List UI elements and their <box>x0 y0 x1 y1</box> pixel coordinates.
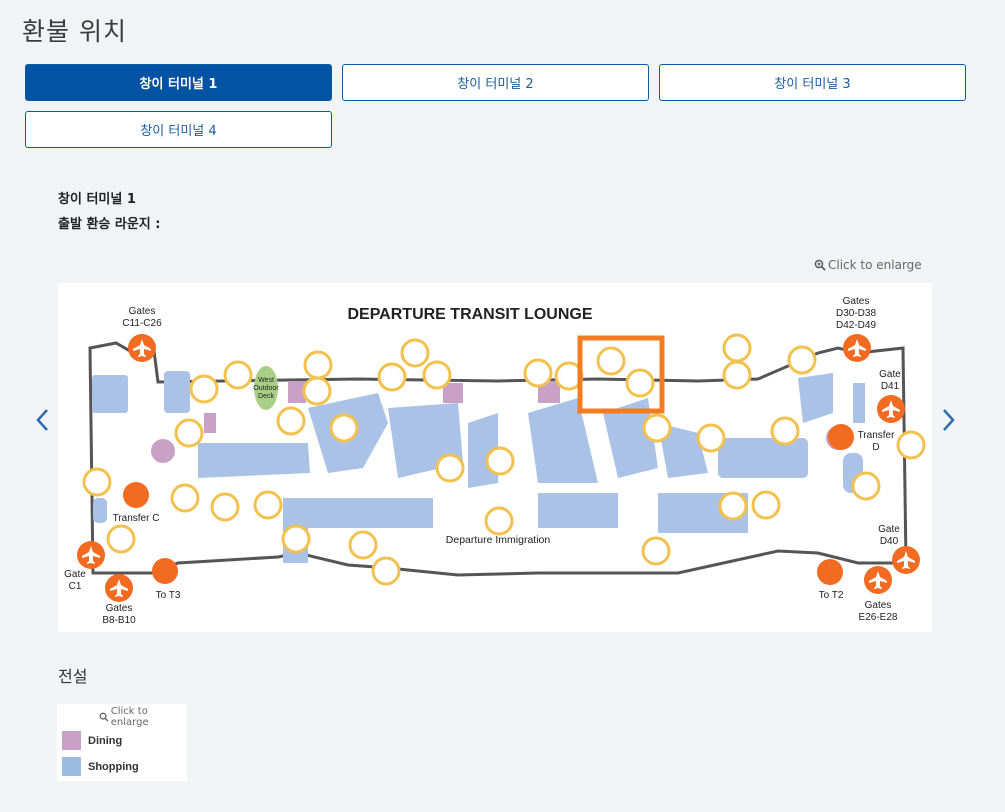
transfer-icon <box>123 482 149 508</box>
legend-item-shopping: Shopping <box>62 757 139 776</box>
svg-text:D: D <box>872 442 879 453</box>
legend-label: Shopping <box>88 760 139 773</box>
legend-item-dining: Dining <box>62 731 122 750</box>
shopping-swatch <box>62 757 81 776</box>
svg-text:To T3: To T3 <box>156 590 181 601</box>
svg-text:Gates: Gates <box>106 603 133 614</box>
plane-icon <box>892 546 920 574</box>
map-labels: Gates C11-C26 Gates D30-D38 D42-D49 Gate… <box>64 296 901 626</box>
plane-icon <box>843 334 871 362</box>
svg-text:Transfer: Transfer <box>858 430 896 441</box>
enlarge-label: Click to enlarge <box>828 258 922 272</box>
terminal-map[interactable]: DEPARTURE TRANSIT LOUNGE <box>58 283 932 632</box>
legend-enlarge-link[interactable]: Click to enlarge <box>99 706 187 728</box>
tab-label: 창이 터미널 4 <box>140 124 217 139</box>
tab-label: 창이 터미널 2 <box>457 77 534 92</box>
svg-text:Gate: Gate <box>64 569 86 580</box>
svg-text:Gates: Gates <box>865 600 892 611</box>
plane-icon <box>864 566 892 594</box>
legend-label: Dining <box>88 734 123 747</box>
transfer-icon <box>828 424 854 450</box>
tab-terminal-2[interactable]: 창이 터미널 2 <box>342 64 649 101</box>
svg-text:E26-E28: E26-E28 <box>859 612 898 623</box>
enlarge-label: Click to enlarge <box>110 706 149 728</box>
svg-text:C11-C26: C11-C26 <box>122 318 162 329</box>
location-name: 출발 환승 라운지 : <box>58 217 161 232</box>
tab-terminal-4[interactable]: 창이 터미널 4 <box>25 111 332 148</box>
svg-text:Departure Immigration: Departure Immigration <box>446 534 551 546</box>
tab-label: 창이 터미널 3 <box>774 77 851 92</box>
svg-text:Gate: Gate <box>878 524 900 535</box>
map-enlarge-link[interactable]: Click to enlarge <box>814 258 922 272</box>
location-info: 창이 터미널 1 출발 환승 라운지 : <box>58 187 161 237</box>
svg-text:West: West <box>258 377 274 384</box>
tab-terminal-3[interactable]: 창이 터미널 3 <box>659 64 966 101</box>
map-title: DEPARTURE TRANSIT LOUNGE <box>347 306 592 323</box>
legend-title: 전설 <box>58 667 88 686</box>
plane-icon <box>128 334 156 362</box>
legend-panel[interactable]: Click to enlarge Dining Shopping <box>57 704 187 781</box>
tab-label: 창이 터미널 1 <box>139 77 218 92</box>
svg-text:Deck: Deck <box>258 393 274 400</box>
plane-icon <box>105 574 133 602</box>
page-title: 환불 위치 <box>22 17 127 46</box>
refund-location-highlight <box>577 335 665 414</box>
svg-text:D30-D38: D30-D38 <box>836 308 876 319</box>
svg-text:C1: C1 <box>69 581 82 592</box>
svg-text:Outdoor: Outdoor <box>253 385 279 392</box>
train-icon <box>817 559 843 585</box>
dining-swatch <box>62 731 81 750</box>
zoom-icon <box>99 712 109 722</box>
svg-text:Gate: Gate <box>879 369 901 380</box>
svg-text:D41: D41 <box>881 381 900 392</box>
plane-icon <box>877 395 905 423</box>
svg-text:D40: D40 <box>880 536 899 547</box>
svg-text:To T2: To T2 <box>819 590 844 601</box>
tab-terminal-1[interactable]: 창이 터미널 1 <box>25 64 332 101</box>
carousel-next-arrow[interactable] <box>937 403 959 437</box>
svg-text:B8-B10: B8-B10 <box>102 615 136 626</box>
zoom-icon <box>814 259 826 271</box>
train-icon <box>152 558 178 584</box>
terminal-name: 창이 터미널 1 <box>58 192 136 207</box>
carousel-prev-arrow[interactable] <box>32 403 54 437</box>
terminal-map-graphic: DEPARTURE TRANSIT LOUNGE <box>64 296 926 626</box>
svg-text:Gates: Gates <box>129 306 156 317</box>
svg-text:Transfer C: Transfer C <box>113 513 160 524</box>
svg-text:Gates: Gates <box>843 296 870 307</box>
plane-icon <box>77 541 105 569</box>
svg-text:D42-D49: D42-D49 <box>836 320 876 331</box>
